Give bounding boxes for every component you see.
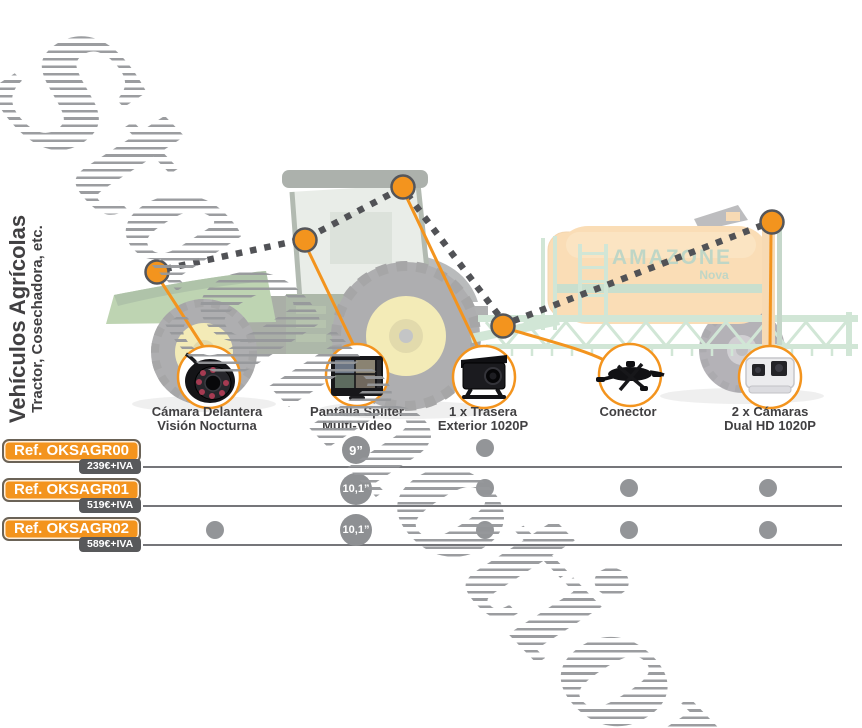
row-line [143,544,842,546]
label-line: 1 x Trasera [449,404,517,419]
label-front-camera: Cámara Delantera Visión Nocturna [132,404,282,434]
included-dot-trasera [476,439,494,457]
dotted-link-top-to-hitch [404,192,503,319]
label-line: 2 x Cámaras [731,404,809,419]
label-line: Multi-Video [322,418,392,434]
product-circles [176,342,803,410]
connection-points [144,174,785,339]
kit-ref-badge: Ref. OKSAGR02 [2,517,142,541]
included-dot-conector [620,479,638,497]
label-line: Conector [599,404,657,419]
included-dot-trasera [476,521,494,539]
label-connector: Conector [553,404,703,419]
kit-price-badge: 519€+IVA [79,498,142,513]
connection-lines [144,174,785,362]
rear-camera-icon [461,355,507,399]
dotted-link-hitch-to-rear [511,221,765,325]
sprayer-brand-text: AMAZONE [612,246,732,269]
label-line: Visión Nocturna [157,418,257,434]
row-line [143,466,842,468]
label-line: Cámara Delantera [151,404,263,419]
machinery-photo: AMAZONE Nova [106,170,858,419]
label-monitor: Pantalla Spliter Multi-Video [282,404,432,434]
label-line: Pantalla Spliter [310,404,404,419]
label-line: Exterior 1020P [437,418,529,434]
sprayer-model-text: Nova [699,268,729,282]
dual-camera-icon [745,357,795,394]
dotted-link-front-to-top [164,187,400,273]
connection-dot-sprayer [759,209,785,235]
connection-dot-cab [292,227,318,253]
monitor-icon [331,356,383,400]
connection-dot-front [144,259,170,285]
included-dot-dual [759,479,777,497]
included-dot-dual [759,521,777,539]
callout-lines [158,195,773,362]
sprayer-frame [478,236,858,356]
kit-price-badge: 589€+IVA [79,537,142,552]
connection-dot-hitch [490,313,516,339]
label-dual-cameras: 2 x Cámaras Dual HD 1020P [695,404,845,434]
included-dot-conector [620,521,638,539]
kit-ref-badge: Ref. OKSAGR00 [2,439,142,463]
row-line [143,505,842,507]
screen-size-badge: 10,1” [340,514,372,546]
screen-size-badge: 10,1” [340,473,372,505]
connector-icon [596,361,665,392]
label-rear-camera: 1 x Trasera Exterior 1020P [408,404,558,434]
included-dot-delantera [206,521,224,539]
kit-price-badge: 239€+IVA [79,459,142,474]
included-dot-trasera [476,479,494,497]
label-line: Dual HD 1020P [724,418,816,434]
connection-dot-roof [390,174,416,200]
screen-size-badge: 9” [342,436,370,464]
front-camera-icon [185,352,235,403]
